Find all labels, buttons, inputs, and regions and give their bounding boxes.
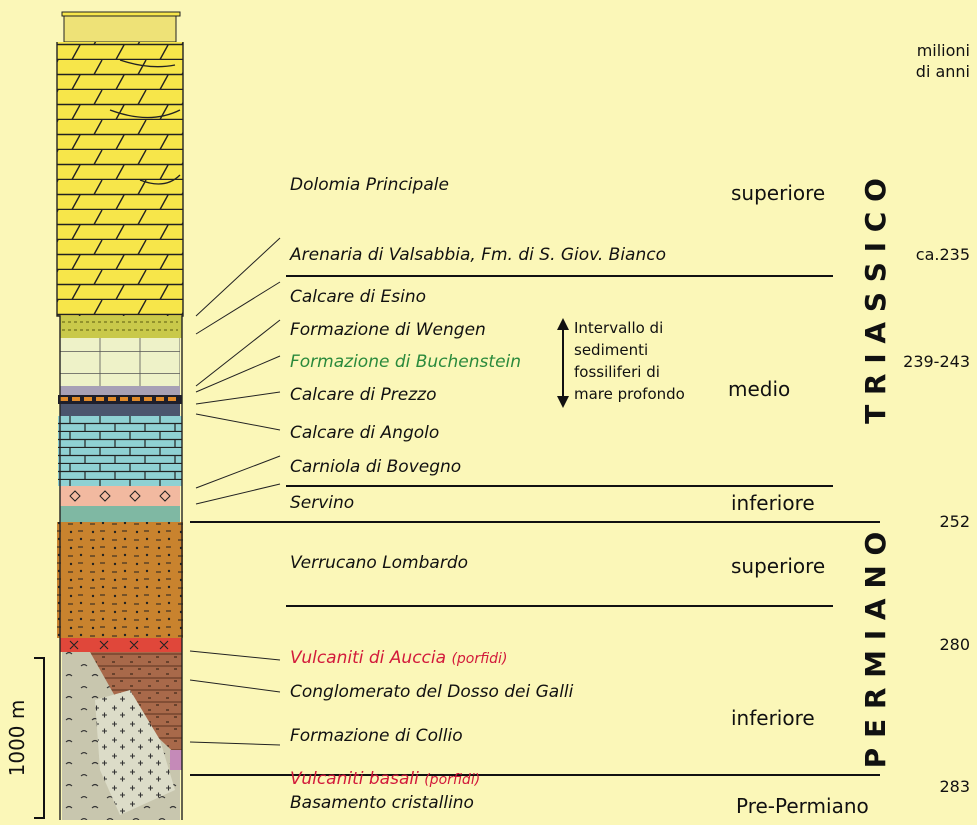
age-label: 283	[939, 777, 970, 796]
formation-label: Calcare di Angolo	[290, 423, 439, 443]
stage-label: superiore	[731, 554, 825, 578]
formation-label: Formazione di Collio	[290, 726, 463, 746]
note-line: mare profondo	[574, 385, 685, 403]
units-label: di anni	[916, 62, 970, 81]
stage-label: superiore	[731, 181, 825, 205]
scale-bar: 1000 m	[5, 658, 44, 818]
age-axis: milioni di anni ca.235 239-243 252 280 2…	[903, 41, 970, 796]
age-label: 280	[939, 635, 970, 654]
formation-label: Calcare di Esino	[290, 287, 426, 307]
stratigraphic-column	[57, 12, 183, 820]
formation-label: Conglomerato del Dosso dei Galli	[290, 682, 574, 702]
formation-labels: Dolomia Principale Arenaria di Valsabbia…	[289, 175, 666, 813]
age-label: 252	[939, 512, 970, 531]
formation-label: Vulcaniti di Auccia (porfidi)	[290, 648, 507, 668]
dolomia-principale-layer	[57, 42, 183, 316]
bovegno-layer	[60, 486, 180, 506]
prezzo-layer	[60, 404, 180, 416]
stage-label: inferiore	[731, 706, 815, 730]
stage-label: Pre-Permiano	[736, 794, 869, 818]
formation-label: Formazione di Buchenstein	[290, 352, 521, 372]
formation-label: Verrucano Lombardo	[290, 553, 468, 573]
note-line: fossiliferi di	[574, 363, 660, 381]
formation-label: Servino	[290, 493, 354, 513]
formation-label: Arenaria di Valsabbia, Fm. di S. Giov. B…	[289, 245, 666, 265]
calcare-esino-layer	[60, 338, 180, 386]
note-line: sedimenti	[574, 341, 648, 359]
arenaria-layer	[60, 316, 182, 338]
angolo-layer	[58, 416, 182, 486]
age-label: 239-243	[903, 352, 970, 371]
formation-label: Vulcaniti basali (porfidi)	[290, 769, 480, 789]
verrucano-layer	[57, 522, 183, 638]
scale-label: 1000 m	[5, 700, 29, 777]
vulcaniti-basali-layer	[170, 750, 182, 770]
wengen-layer	[60, 386, 180, 395]
servino-layer	[60, 506, 180, 522]
age-label: ca.235	[916, 245, 970, 264]
units-label: milioni	[917, 41, 970, 60]
period-label-permiano: P E R M I A N O	[859, 532, 892, 769]
deep-water-note: Intervallo di sedimenti fossiliferi di m…	[557, 318, 685, 408]
note-line: Intervallo di	[574, 319, 663, 337]
stage-label: medio	[728, 377, 790, 401]
formation-label: Basamento cristallino	[290, 793, 474, 813]
stage-label: inferiore	[731, 491, 815, 515]
formation-label: Dolomia Principale	[290, 175, 449, 195]
formation-label: Calcare di Prezzo	[290, 385, 437, 405]
period-label-triassico: T R I A S S I C O	[859, 178, 892, 424]
formation-label: Formazione di Wengen	[290, 320, 486, 340]
formation-label: Carniola di Bovegno	[290, 457, 461, 477]
leader-lines	[190, 238, 280, 745]
